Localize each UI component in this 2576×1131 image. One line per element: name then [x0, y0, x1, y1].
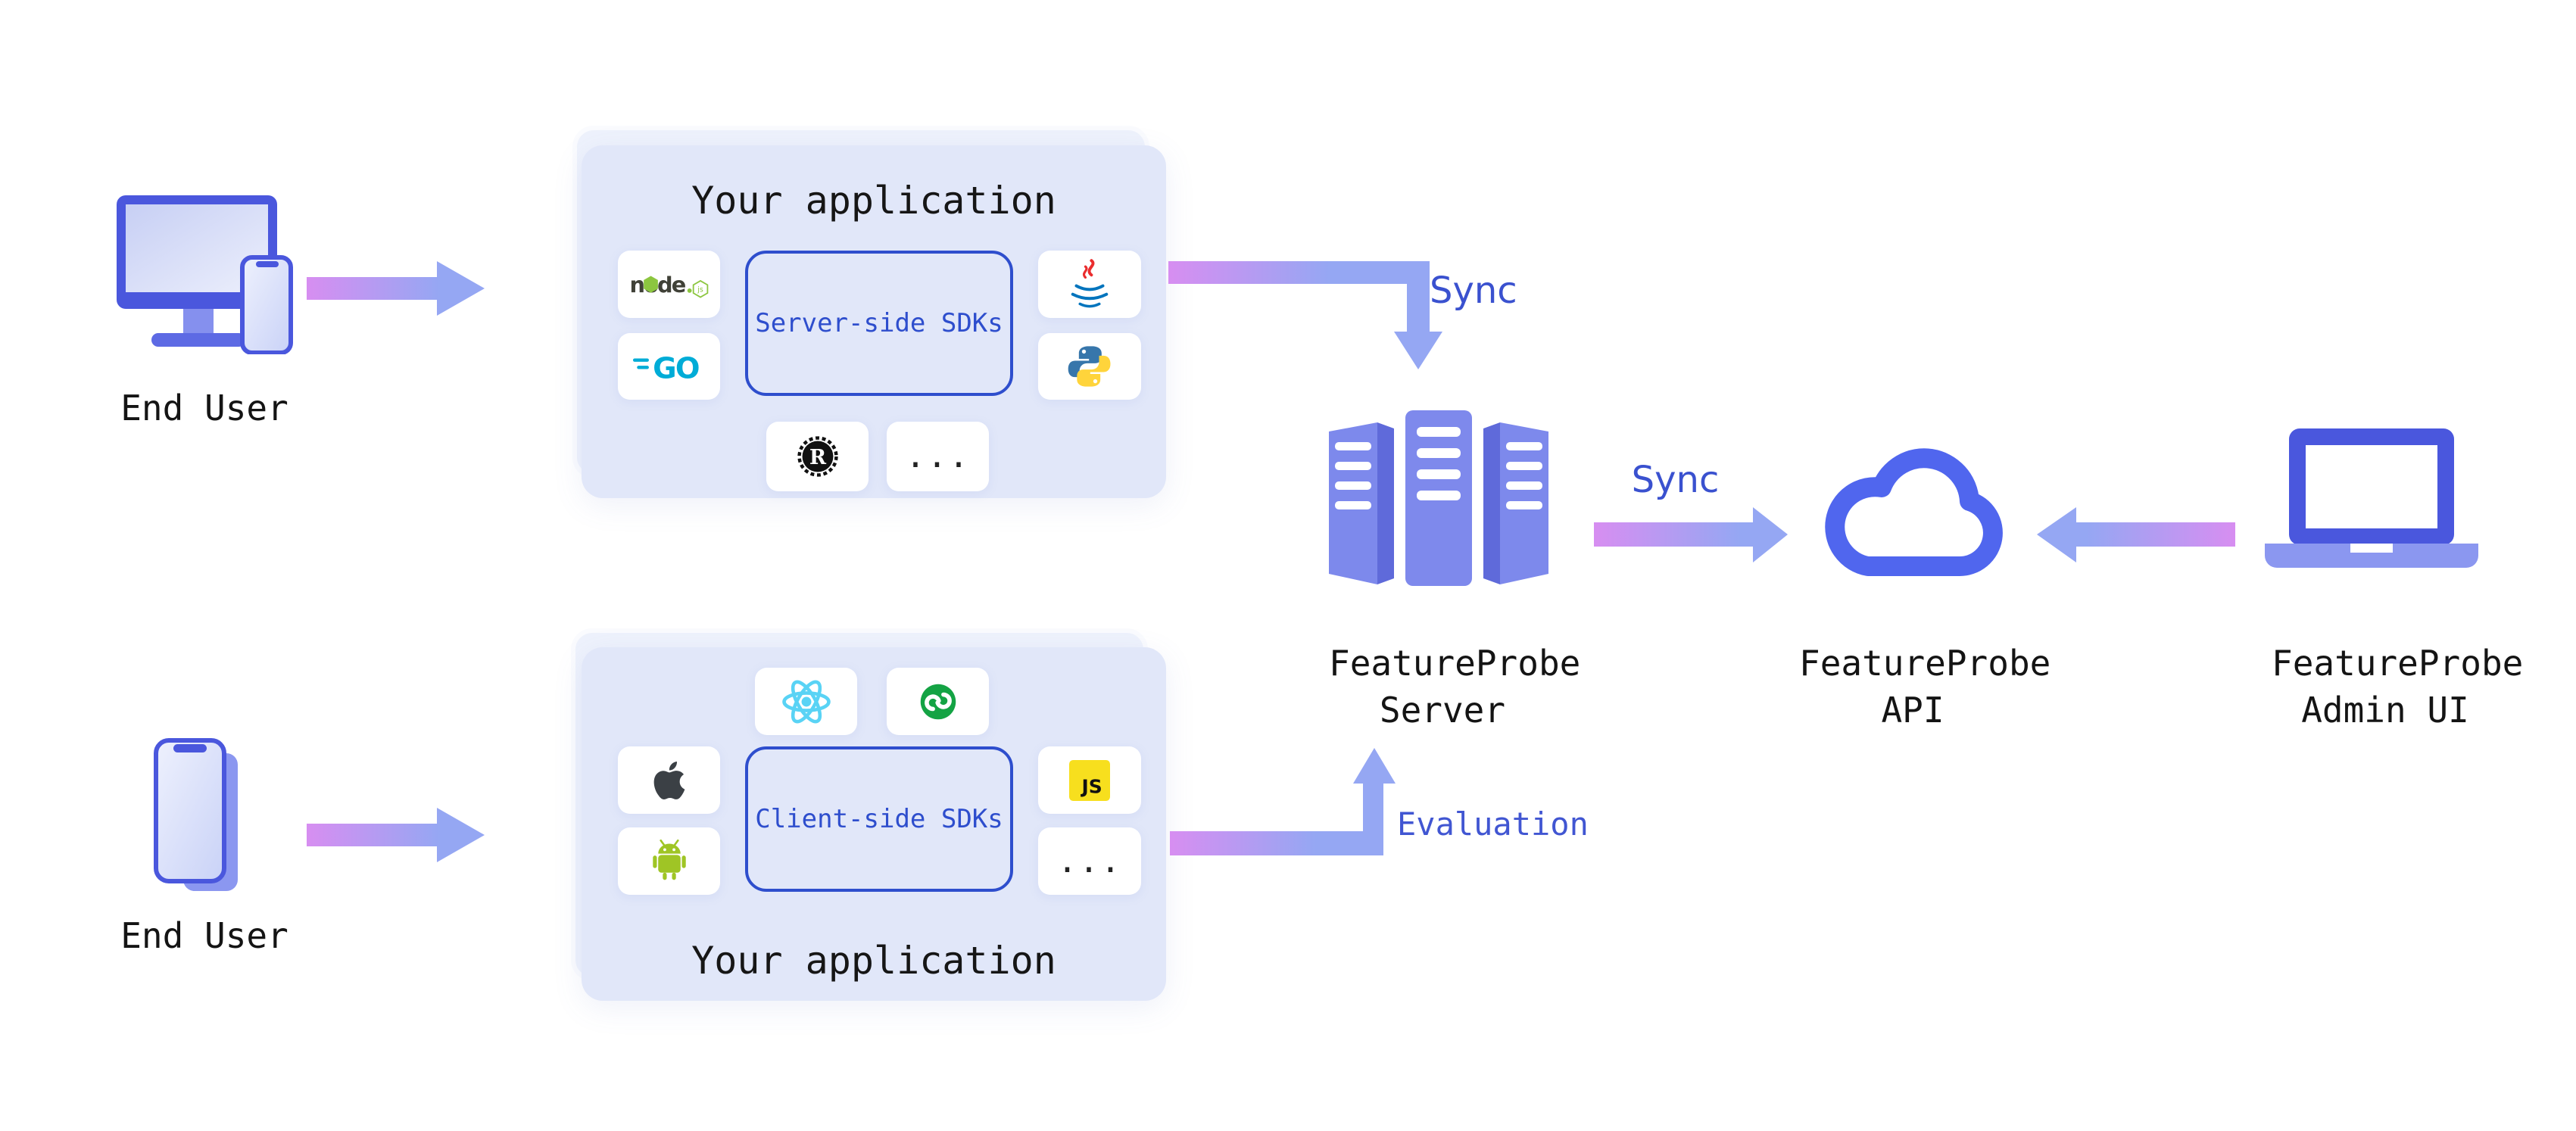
svg-text:GO: GO — [653, 352, 699, 385]
sdk-tile-apple — [618, 746, 720, 814]
nodejs-icon: node js — [629, 272, 708, 298]
sdk-tile-java — [1038, 251, 1141, 318]
end-user-top-label: End User — [120, 388, 288, 428]
arrow-clientapp-to-server — [1170, 748, 1396, 855]
rust-icon: R — [797, 436, 838, 477]
sdk-tile-react — [755, 668, 857, 735]
server-app-title: Your application — [691, 179, 1056, 223]
svg-text:JS: JS — [1081, 775, 1102, 797]
featureprobe-server-label-line1: FeatureProbe — [1329, 643, 1581, 684]
end-user-desktop-phone-icon — [117, 195, 293, 354]
arrow-server-to-api — [1594, 507, 1788, 562]
featureprobe-server-label: FeatureProbe Server — [1329, 640, 1581, 734]
server-app-card: Your application node js GO Server-side … — [582, 145, 1166, 498]
javascript-icon: JS — [1069, 759, 1110, 801]
featureprobe-api-label-line2: API — [1881, 690, 1944, 731]
python-icon — [1068, 346, 1111, 387]
apple-icon — [653, 761, 685, 799]
end-user-phone-icon — [154, 738, 238, 891]
sdk-tile-go: GO — [618, 333, 720, 400]
featureprobe-admin-label-line2: Admin UI — [2301, 690, 2469, 731]
featureprobe-api-label: FeatureProbe API — [1799, 640, 2051, 734]
miniprogram-icon — [920, 684, 956, 719]
arrow-enduser-to-clientapp — [307, 808, 485, 862]
featureprobe-api-cloud-icon — [1825, 448, 2003, 576]
featureprobe-api-label-line1: FeatureProbe — [1799, 643, 2051, 684]
client-side-sdks-label: Client-side SDKs — [755, 804, 1003, 834]
sdk-tile-rust: R — [766, 422, 869, 491]
featureprobe-admin-label: FeatureProbe Admin UI — [2272, 640, 2524, 734]
sync-top-label: Sync — [1430, 270, 1517, 312]
sdk-tile-miniprogram — [887, 668, 989, 735]
sdk-tile-more-client: ... — [1038, 827, 1141, 895]
svg-text:R: R — [809, 446, 826, 469]
react-icon — [781, 680, 831, 723]
go-icon: GO — [632, 352, 700, 385]
arrow-serverapp-to-server — [1168, 261, 1442, 369]
sdk-tile-android — [618, 827, 720, 895]
sdk-tile-javascript: JS — [1038, 746, 1141, 814]
server-side-sdks-box: Server-side SDKs — [745, 251, 1013, 396]
featureprobe-server-label-line2: Server — [1379, 690, 1506, 731]
server-side-sdks-label: Server-side SDKs — [755, 308, 1003, 338]
evaluation-label: Evaluation — [1397, 805, 1589, 843]
end-user-bottom-label: End User — [120, 915, 288, 956]
arrow-admin-to-api — [2037, 507, 2235, 562]
more-sdks-dots: ... — [1057, 841, 1122, 880]
svg-text:node: node — [629, 272, 686, 298]
featureprobe-admin-label-line1: FeatureProbe — [2272, 643, 2524, 684]
sdk-tile-nodejs: node js — [618, 251, 720, 318]
java-icon — [1071, 258, 1109, 307]
sync-mid-label: Sync — [1631, 459, 1720, 501]
client-app-title: Your application — [691, 939, 1056, 983]
sdk-tile-python — [1038, 333, 1141, 400]
android-icon — [652, 839, 686, 880]
more-sdks-dots: ... — [905, 437, 971, 475]
sdk-tile-more: ... — [887, 422, 989, 491]
client-side-sdks-box: Client-side SDKs — [745, 746, 1013, 892]
arrow-enduser-to-serverapp — [307, 261, 485, 316]
client-app-card: Client-side SDKs JS — [582, 647, 1166, 1001]
featureprobe-server-icon — [1329, 410, 1548, 586]
svg-text:js: js — [697, 285, 703, 294]
featureprobe-admin-laptop-icon — [2265, 428, 2478, 568]
